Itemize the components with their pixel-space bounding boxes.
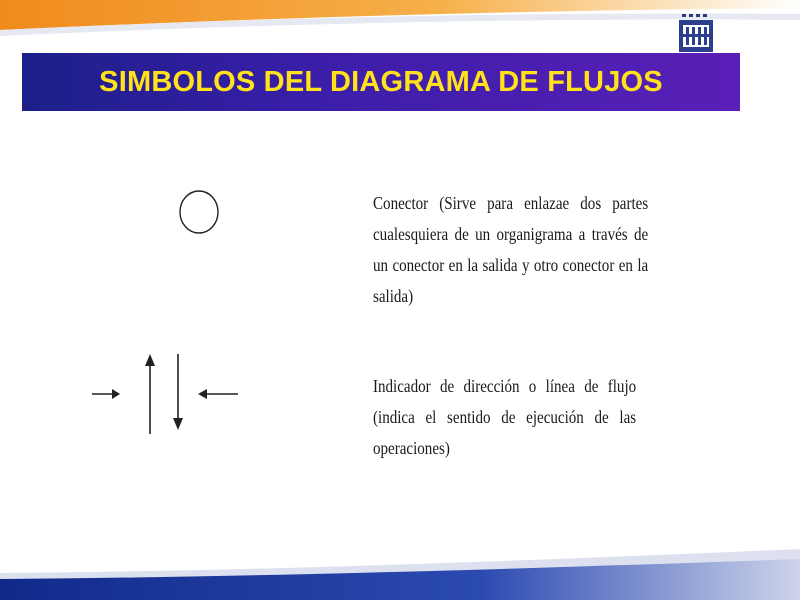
page-title: SIMBOLOS DEL DIAGRAMA DE FLUJOS bbox=[99, 65, 663, 98]
connector-circle-icon bbox=[179, 190, 219, 234]
flow-line-description: Indicador de dirección o línea de flujo … bbox=[373, 375, 637, 458]
title-bar: SIMBOLOS DEL DIAGRAMA DE FLUJOS bbox=[22, 53, 740, 111]
flow-arrows-icon bbox=[92, 354, 238, 434]
connector-description: Conector (Sirve para enlazae dos partes … bbox=[373, 192, 649, 306]
top-decorative-band bbox=[0, 0, 800, 36]
bottom-decorative-band bbox=[0, 549, 800, 600]
building-icon bbox=[679, 14, 713, 52]
